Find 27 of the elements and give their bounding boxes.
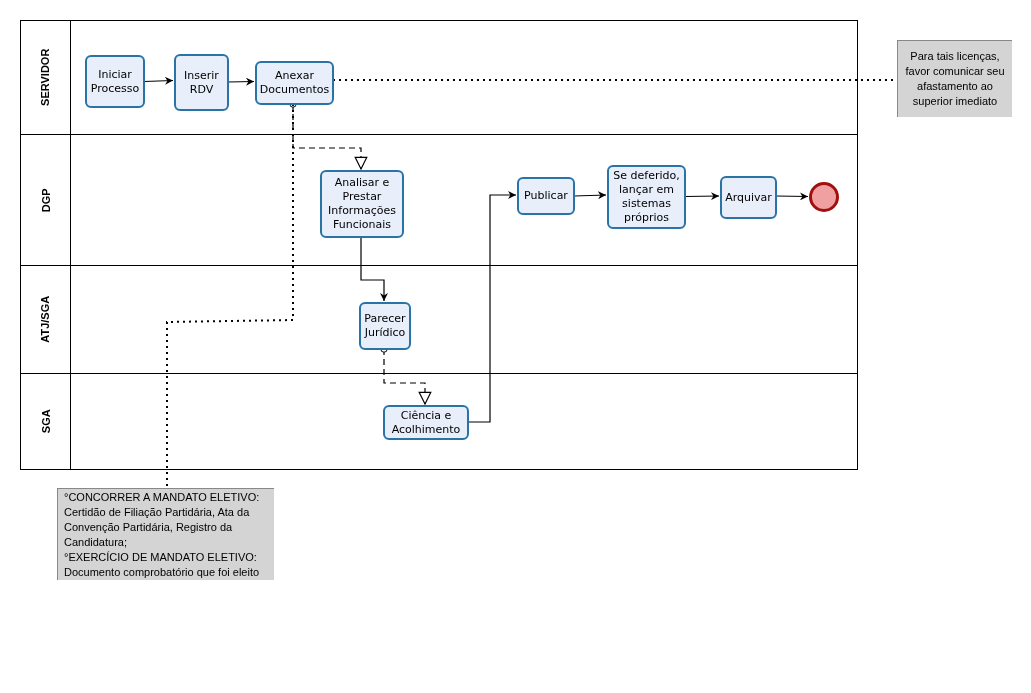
task-box: Publicar [517,177,575,215]
arrow [573,191,607,200]
lane-label: SERVIDOR [38,48,53,107]
annotation-note: °CONCORRER A MANDATO ELETIVO: Certidão de Filiação Partidária, Ata da Convenção Partidária, Registro da Candidatura; °EXERCÍCIO DE MANDATO ELETIVO: Documento comprobatório que foi eleito [57,488,274,580]
arrow [684,192,720,201]
lane-label: ATJ/SGA [38,296,53,343]
swimlane [20,134,858,266]
swimlane [20,373,858,470]
task-box: Anexar Documentos [255,61,334,105]
lane-label: DGP [38,188,53,212]
arrow [143,76,174,85]
task-box: Ciência e Acolhimento [383,405,469,440]
task-box: Arquivar [720,176,777,219]
association-line [166,103,294,489]
arrow [360,236,388,302]
task-box: Analisar e Prestar Informações Funcionais [320,170,404,238]
task-box: Parecer Jurídico [359,302,411,350]
arrow [467,191,517,423]
arrow [227,77,255,86]
arrow [775,192,809,201]
swimlane [20,20,858,135]
annotation-note: Para tais licenças, favor comunicar seu afastamento ao superior imediato [897,40,1012,117]
task-box: Inserir RDV [174,54,229,111]
swimlane [20,265,858,374]
task-box: Iniciar Processo [85,55,145,108]
lane-label: SGA [38,409,53,434]
task-box: Se deferido, lançar em sistemas próprios [607,165,686,229]
